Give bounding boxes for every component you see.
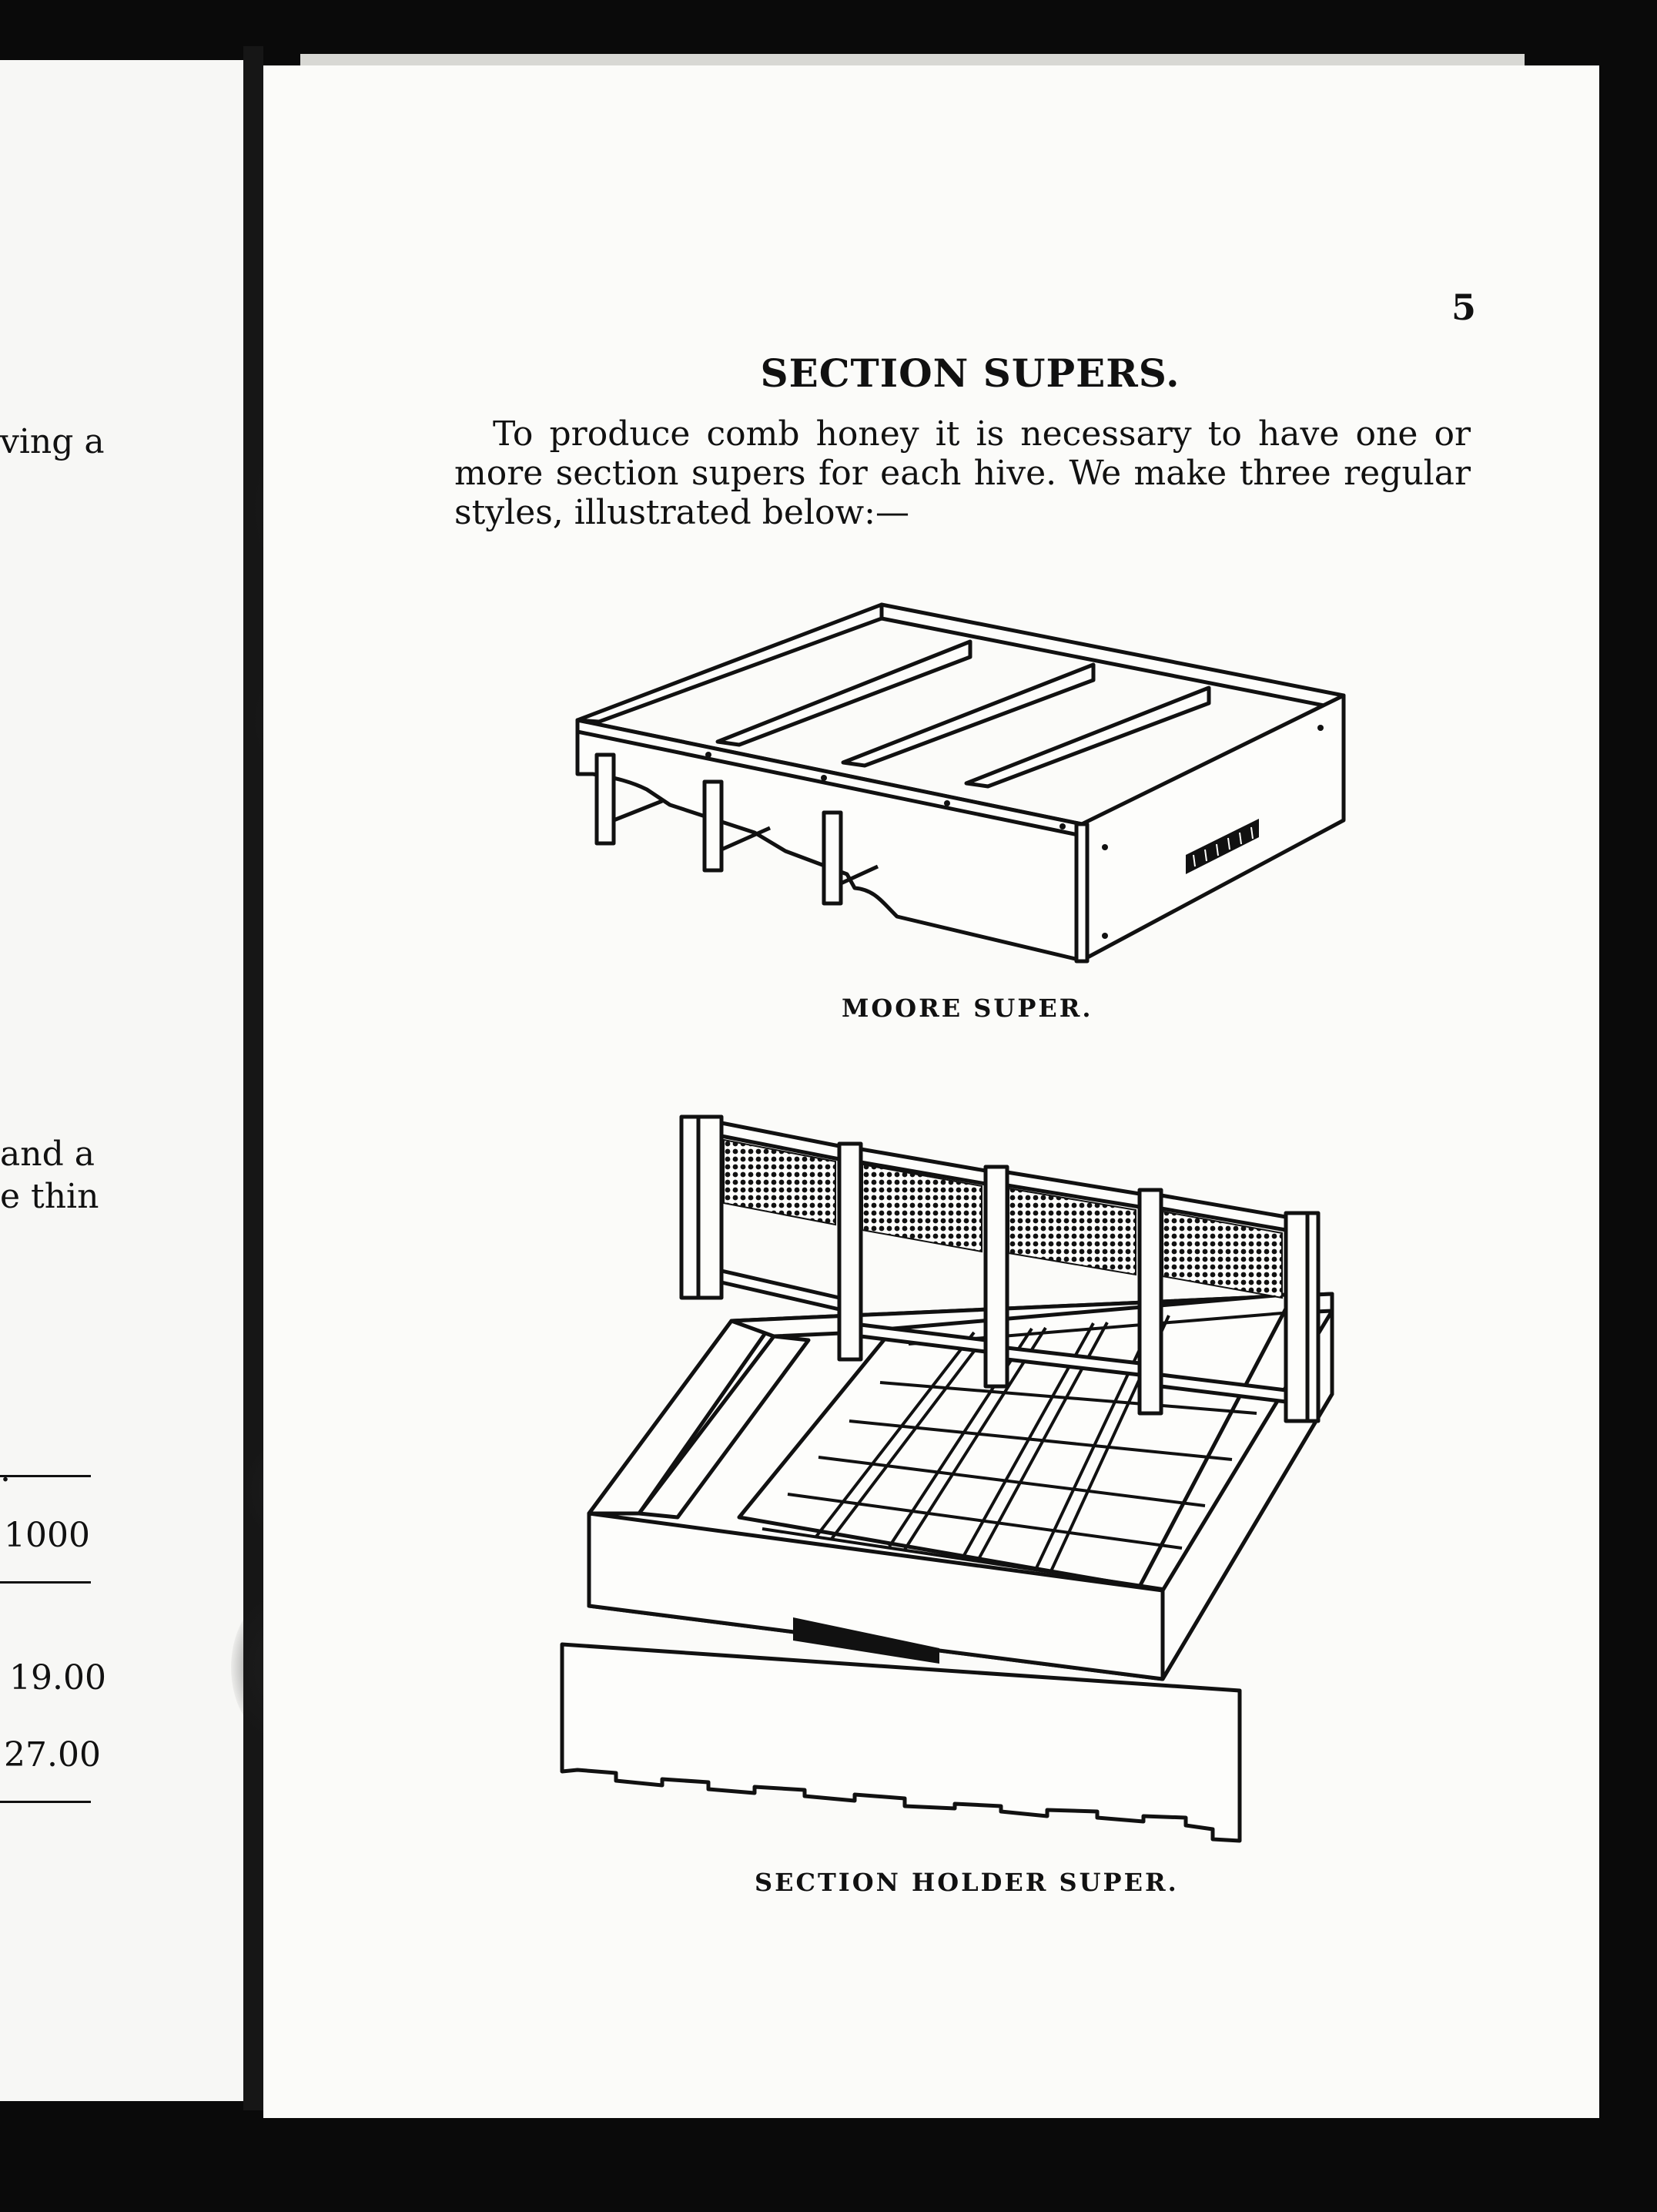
moore-super-caption: MOORE SUPER.	[842, 994, 1093, 1023]
page-title: SECTION SUPERS.	[760, 350, 1180, 396]
left-table-rule	[0, 1581, 91, 1584]
left-table-rule	[0, 1475, 91, 1477]
left-page-fragment-text: ving a	[0, 422, 105, 461]
intro-paragraph: To produce comb honey it is necessary to…	[454, 414, 1471, 532]
left-page-fragment-text: .	[0, 1450, 11, 1490]
section-holder-super-caption: SECTION HOLDER SUPER.	[755, 1868, 1179, 1897]
moore-super-illustration	[575, 602, 1346, 964]
book-binding-gutter	[243, 46, 263, 2110]
left-page-fragment-text: e thin	[0, 1177, 99, 1216]
left-table-value: 27.00	[4, 1735, 101, 1775]
left-table-rule	[0, 1801, 91, 1803]
left-page-fragment-text: and a	[0, 1134, 95, 1174]
left-table-value: 19.00	[9, 1658, 106, 1698]
page-number: 5	[1451, 287, 1477, 328]
page-top-edge	[300, 54, 1525, 66]
previous-page-fragment: ving a and a e thin . 1000 19.00 27.00	[0, 60, 243, 2101]
left-table-header: 1000	[4, 1516, 90, 1555]
section-holder-super-illustration	[560, 1114, 1334, 1843]
